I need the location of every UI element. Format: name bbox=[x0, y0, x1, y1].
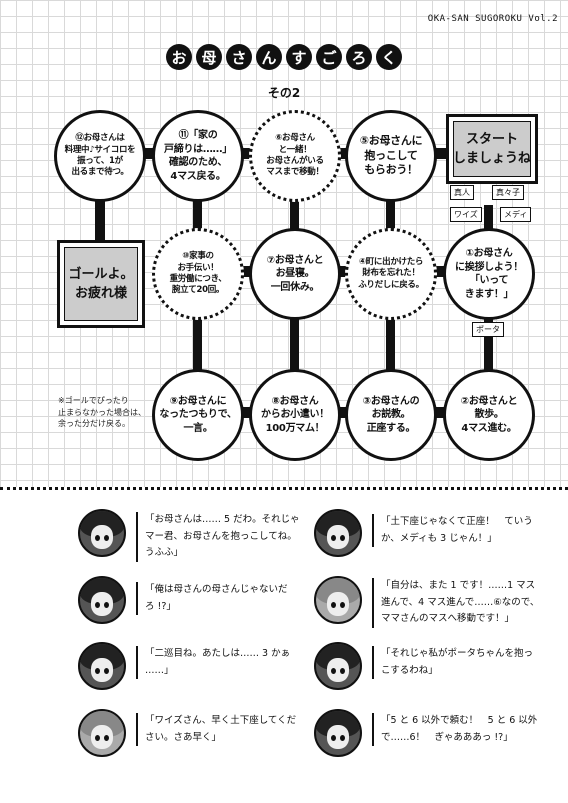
avatar bbox=[314, 509, 362, 557]
avatar-eye bbox=[95, 535, 100, 541]
space-text: ⑨お母さんに なったつもりで、 一言。 bbox=[159, 395, 237, 434]
goal-space-fill bbox=[64, 247, 138, 321]
player-tag: 真々子 bbox=[492, 185, 524, 200]
subtitle: その2 bbox=[267, 86, 301, 100]
avatar bbox=[78, 709, 126, 757]
start-label: スタート しましょうね bbox=[452, 131, 531, 167]
space-text: ⑫お母さんは 料理中♪サイコロを 振って、1が 出るまで待つ。 bbox=[64, 133, 136, 178]
dialog-line: 「お母さんは…… 5 だわ。それじゃ マー君、お母さんを抱っこしてね。 うふふ」 bbox=[136, 512, 300, 562]
avatar-eye bbox=[104, 735, 109, 741]
dialog-line: 「俺は母さんの母さんじゃないだ ろ !?」 bbox=[136, 582, 288, 616]
dialog-line: 「5 と 6 以外で頼む！ 5 と 6 以外 で……6！ ぎゃあああっ !?」 bbox=[372, 713, 537, 747]
space-text: ④町に出かけたら 財布を忘れた！ ふりだしに戻る。 bbox=[358, 256, 424, 290]
path-marker bbox=[338, 407, 349, 418]
space-text: ⑥お母さん と一緒！ お母さんがいる マスまで移動！ bbox=[266, 133, 324, 178]
space-text: ②お母さんと 散歩。 4マス進む。 bbox=[460, 395, 518, 434]
space-6: ⑥お母さん と一緒！ お母さんがいる マスまで移動！ bbox=[249, 110, 341, 202]
avatar-eye bbox=[104, 535, 109, 541]
avatar-face bbox=[327, 725, 349, 749]
space-text: ①お母さん に挨拶しよう！ 「いって きます！」 bbox=[455, 248, 523, 300]
space-text: ⑧お母さん からお小遣い！ 100万マム！ bbox=[261, 395, 329, 434]
avatar-face bbox=[91, 592, 113, 616]
space-text: ⑪「家の 戸締りは……」 確認のため、 4マス戻る。 bbox=[164, 130, 232, 182]
dialog-line: 「二巡目ね。あたしは…… 3 かぁ ……」 bbox=[136, 646, 290, 680]
avatar bbox=[314, 642, 362, 690]
space-7: ⑦お母さんと お昼寝。 一回休み。 bbox=[249, 228, 341, 320]
player-tag: 真人 bbox=[450, 185, 474, 200]
goal-space: ゴールよ。 お疲れ様 bbox=[57, 240, 145, 328]
title-char: す bbox=[286, 44, 312, 70]
start-space-fill bbox=[453, 121, 531, 177]
path-marker bbox=[242, 266, 253, 277]
player-tag-porta: ポータ bbox=[472, 322, 504, 337]
space-5: ⑤お母さんに 抱っこして もらおう！ bbox=[345, 110, 437, 202]
avatar-face bbox=[91, 725, 113, 749]
avatar-eye bbox=[331, 735, 336, 741]
avatar-eye bbox=[104, 668, 109, 674]
goal-label: ゴールよ。 お疲れ様 bbox=[68, 266, 134, 302]
avatar-eye bbox=[331, 668, 336, 674]
avatar-face bbox=[91, 658, 113, 682]
player-tag: メディ bbox=[500, 207, 532, 222]
avatar bbox=[78, 576, 126, 624]
header-tag: OKA-SAN SUGOROKU Vol.2 bbox=[427, 14, 558, 24]
title-char: ろ bbox=[346, 44, 372, 70]
avatar-eye bbox=[340, 602, 345, 608]
dialog-line: 「ワイズさん、早く土下座してくだ さい。さあ早く」 bbox=[136, 713, 296, 747]
avatar-eye bbox=[104, 602, 109, 608]
path-marker bbox=[145, 148, 156, 159]
avatar-eye bbox=[95, 735, 100, 741]
title-char: ご bbox=[316, 44, 342, 70]
avatar bbox=[314, 576, 362, 624]
avatar bbox=[78, 509, 126, 557]
dialog-line: 「それじゃ私がポータちゃんを抱っ こするわね」 bbox=[372, 646, 533, 680]
path-marker bbox=[242, 148, 253, 159]
space-text: ⑩家事の お手伝い！ 重労働につき、 腕立て20回。 bbox=[169, 251, 227, 296]
avatar-eye bbox=[95, 602, 100, 608]
space-11: ⑪「家の 戸締りは……」 確認のため、 4マス戻る。 bbox=[152, 110, 244, 202]
page-title: お 母 さ ん す ご ろ く bbox=[0, 44, 568, 70]
space-8: ⑧お母さん からお小遣い！ 100万マム！ bbox=[249, 369, 341, 461]
space-9: ⑨お母さんに なったつもりで、 一言。 bbox=[152, 369, 244, 461]
space-text: ⑤お母さんに 抱っこして もらおう！ bbox=[359, 133, 423, 177]
path-marker bbox=[435, 407, 446, 418]
goal-rule-note: ※ゴールでぴったり 止まらなかった場合は、 余った分だけ戻る。 bbox=[58, 396, 146, 429]
path-marker bbox=[338, 148, 349, 159]
avatar bbox=[314, 709, 362, 757]
avatar-face bbox=[327, 658, 349, 682]
avatar-face bbox=[327, 525, 349, 549]
avatar-eye bbox=[331, 602, 336, 608]
path-marker bbox=[242, 407, 253, 418]
title-char: ん bbox=[256, 44, 282, 70]
dialog-area: 「お母さんは…… 5 だわ。それじゃ マー君、お母さんを抱っこしてね。 うふふ」… bbox=[0, 487, 568, 803]
start-space: スタート しましょうね bbox=[446, 114, 538, 184]
avatar-face bbox=[327, 592, 349, 616]
title-char: く bbox=[376, 44, 402, 70]
player-tag: ワイズ bbox=[450, 207, 482, 222]
title-char: さ bbox=[226, 44, 252, 70]
space-10: ⑩家事の お手伝い！ 重労働につき、 腕立て20回。 bbox=[152, 228, 244, 320]
space-1: ①お母さん に挨拶しよう！ 「いって きます！」 bbox=[443, 228, 535, 320]
avatar bbox=[78, 642, 126, 690]
avatar-eye bbox=[340, 668, 345, 674]
space-text: ⑦お母さんと お昼寝。 一回休み。 bbox=[266, 254, 324, 293]
space-12: ⑫お母さんは 料理中♪サイコロを 振って、1が 出るまで待つ。 bbox=[54, 110, 146, 202]
dialog-line: 「土下座じゃなくて正座！ ていう か、メディも 3 じゃん！」 bbox=[372, 514, 533, 548]
avatar-eye bbox=[95, 668, 100, 674]
avatar-eye bbox=[340, 535, 345, 541]
space-2: ②お母さんと 散歩。 4マス進む。 bbox=[443, 369, 535, 461]
space-4: ④町に出かけたら 財布を忘れた！ ふりだしに戻る。 bbox=[345, 228, 437, 320]
avatar-face bbox=[91, 525, 113, 549]
avatar-eye bbox=[331, 535, 336, 541]
avatar-eye bbox=[340, 735, 345, 741]
path-marker bbox=[435, 266, 446, 277]
path-marker bbox=[435, 148, 446, 159]
title-char: 母 bbox=[196, 44, 222, 70]
space-text: ③お母さんの お説教。 正座する。 bbox=[362, 395, 420, 434]
title-char: お bbox=[166, 44, 192, 70]
space-3: ③お母さんの お説教。 正座する。 bbox=[345, 369, 437, 461]
dialog-line: 「自分は、また 1 です！……1 マス 進んで、4 マス進んで……⑥なので、 マ… bbox=[372, 578, 539, 628]
path-marker bbox=[338, 266, 349, 277]
